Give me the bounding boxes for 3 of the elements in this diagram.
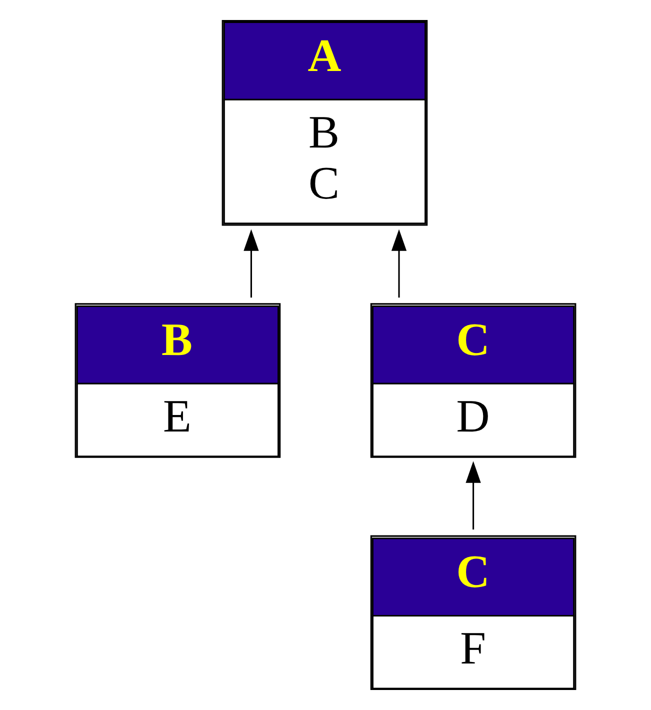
arrow (466, 461, 481, 530)
arrow (391, 229, 407, 298)
arrow (244, 229, 259, 298)
